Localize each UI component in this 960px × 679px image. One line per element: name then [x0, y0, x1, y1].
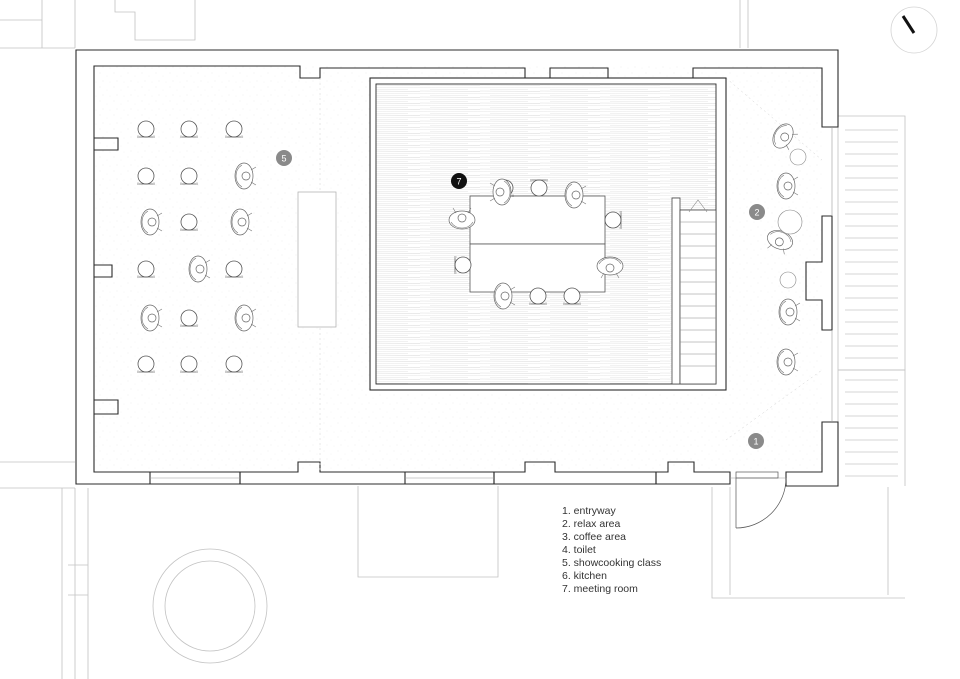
meeting-table [469, 195, 606, 293]
marker-relax-area: 2 [749, 204, 765, 220]
marker-showcooking-class-label: 5 [281, 154, 286, 164]
entry-door [735, 471, 787, 529]
room-legend: 1. entryway 2. relax area 3. coffee area… [562, 505, 661, 596]
legend-item: 6. kitchen [562, 570, 607, 582]
external-stairs [845, 129, 898, 477]
marker-meeting-room: 7 [451, 173, 467, 189]
legend-item: 3. coffee area [562, 531, 627, 543]
north-arrow-icon [890, 6, 938, 54]
internal-stair [671, 197, 717, 385]
relax-area-seating [763, 119, 807, 376]
legend-item: 7. meeting room [562, 583, 638, 595]
marker-entryway: 1 [748, 433, 764, 449]
marker-relax-area-label: 2 [754, 208, 759, 218]
marker-meeting-room-label: 7 [456, 177, 461, 187]
legend-item: 5. showcooking class [562, 557, 662, 569]
legend-item: 1. entryway [562, 505, 616, 517]
showcooking-counter [297, 191, 337, 328]
marker-entryway-label: 1 [753, 437, 758, 447]
stair-treads [680, 221, 716, 367]
legend-item: 2. relax area [562, 518, 621, 530]
marker-showcooking-class: 5 [276, 150, 292, 166]
legend-item: 4. toilet [562, 544, 596, 556]
